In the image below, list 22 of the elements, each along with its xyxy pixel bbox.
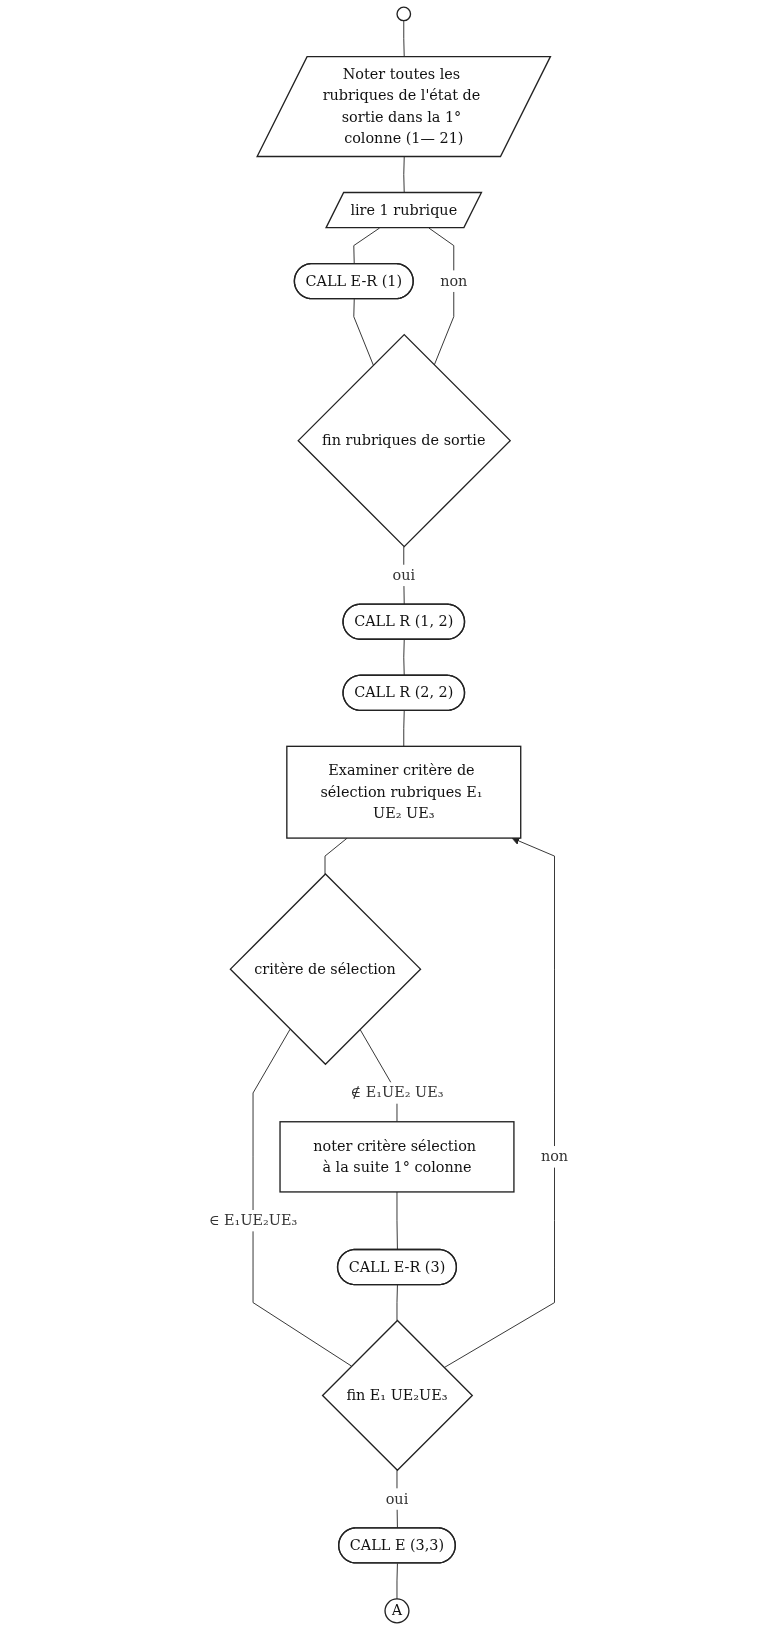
connector (324, 837, 348, 875)
node-circle: A (384, 1598, 410, 1624)
edge-label: oui (392, 566, 416, 584)
edge-label: oui (385, 1490, 409, 1508)
node-diamond: critère de sélection (229, 873, 422, 1066)
connector (403, 710, 405, 747)
node-circle (396, 6, 412, 22)
node-box: noter critère sélection à la suite 1° colonne (279, 1121, 515, 1193)
connector (396, 1284, 398, 1321)
connector (396, 1562, 398, 1600)
edge-label: non (540, 1147, 569, 1165)
edge-label: ∉ E₁UE₂ UE₃ (350, 1083, 444, 1102)
node-diamond: fin E₁ UE₂UE₃ (321, 1319, 474, 1472)
connector (396, 1191, 398, 1251)
edge-label: non (440, 272, 468, 290)
connector (403, 639, 405, 677)
connector (353, 227, 380, 265)
node-box: Examiner critère de sélection rubriques E₁ UE₂ UE₃ (286, 745, 522, 839)
connector (353, 298, 374, 366)
connector (252, 1028, 352, 1367)
node-diamond: fin rubriques de sortie (297, 333, 512, 548)
edge-label: ∈ E₁UE₂UE₃ (208, 1211, 298, 1229)
